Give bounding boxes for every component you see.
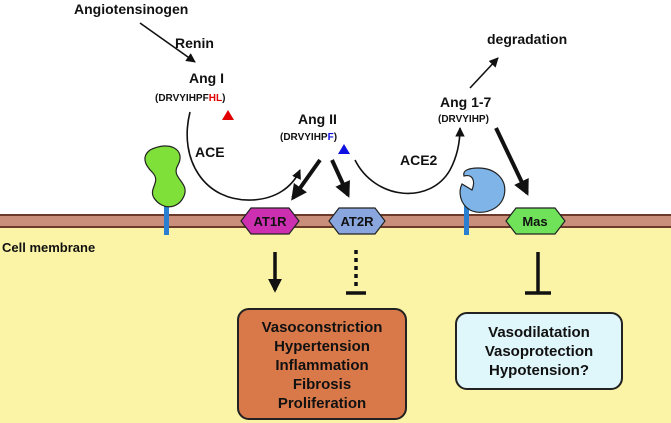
effect-vasoconstriction: Vasoconstriction <box>261 319 383 336</box>
angiotensinogen-label: Angiotensinogen <box>74 1 188 17</box>
effect-proliferation: Proliferation <box>277 395 367 412</box>
cell-membrane-label: Cell membrane <box>2 240 95 255</box>
effect-hypertension: Hypertension <box>274 338 370 355</box>
arrow-ang17-to-degradation <box>469 57 499 89</box>
ang2-cleavage-marker <box>338 144 350 154</box>
ace2-label: ACE2 <box>400 152 438 168</box>
ang2-sequence: (DRVYIHPF) <box>280 132 337 143</box>
ace-conversion-arrow <box>186 111 301 201</box>
ace-enzyme-stalk <box>164 205 169 235</box>
ang17-label: Ang 1-7 <box>440 94 492 110</box>
at1r-label: AT1R <box>254 214 288 229</box>
arrow-angiotensinogen-to-ang1 <box>139 22 196 63</box>
effect-vasodilatation: Vasodilatation <box>488 324 590 341</box>
at2r-receptor <box>328 207 386 235</box>
effect-hypotension: Hypotension? <box>489 362 589 379</box>
degradation-label: degradation <box>487 31 567 47</box>
mas-effects-box: Vasodilatation Vasoprotection Hypotensio… <box>455 312 623 390</box>
ace-enzyme-icon <box>144 145 186 208</box>
ace2-conversion-arrow <box>354 127 465 195</box>
ang17-sequence: (DRVYIHP) <box>438 114 489 125</box>
arrow-ang2-to-at2r <box>330 159 350 198</box>
at1r-effects-box: Vasoconstriction Hypertension Inflammati… <box>237 308 407 420</box>
renin-label: Renin <box>175 35 214 51</box>
effect-fibrosis: Fibrosis <box>292 376 352 393</box>
ang1-label: Ang I <box>189 70 224 86</box>
ang1-sequence: (DRVYIHPFHL) <box>155 93 225 104</box>
ace-label: ACE <box>195 144 225 160</box>
arrow-ang2-to-at1r <box>291 158 322 201</box>
effect-inflammation: Inflammation <box>275 357 369 374</box>
ace2-enzyme-stalk <box>464 205 469 235</box>
effect-vasoprotection: Vasoprotection <box>484 343 594 360</box>
ang1-cleavage-marker <box>222 110 234 120</box>
ang2-label: Ang II <box>298 111 337 127</box>
ace2-enzyme-icon <box>459 167 506 213</box>
arrow-ang17-to-mas <box>494 127 529 196</box>
mas-label: Mas <box>522 214 547 229</box>
at2r-label: AT2R <box>341 214 375 229</box>
mas-receptor <box>505 207 566 235</box>
at1r-receptor <box>240 207 300 235</box>
